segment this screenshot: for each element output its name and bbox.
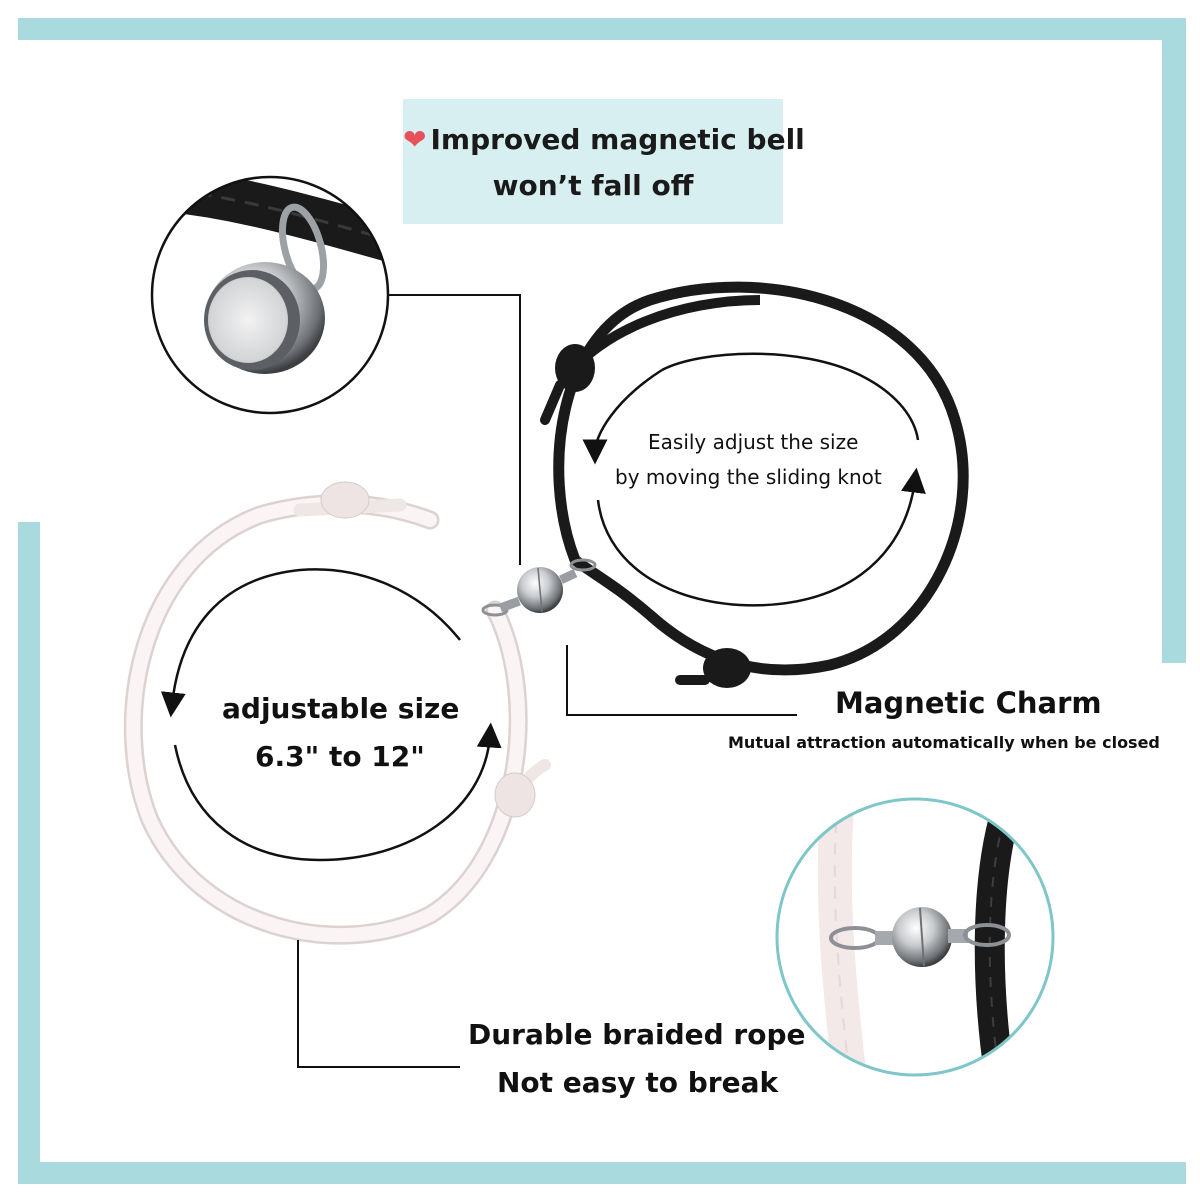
magnetic-charm-title: Magnetic Charm	[835, 686, 1102, 720]
frame-left-bar	[18, 522, 40, 1184]
durable-rope-line1: Durable braided rope	[468, 1018, 806, 1051]
bell-leader-line	[388, 294, 521, 565]
heart-icon: ❤	[403, 123, 427, 156]
bell-feature-line1: ❤Improved magnetic bell	[403, 123, 805, 156]
bell-closeup	[150, 175, 390, 415]
magnetic-charm-subtitle: Mutual attraction automatically when be …	[728, 733, 1160, 752]
clasp-closeup-circle	[775, 797, 1055, 1077]
white-bracelet	[123, 481, 551, 945]
durable-rope-line2: Not easy to break	[497, 1066, 779, 1099]
easy-adjust-line2: by moving the sliding knot	[615, 465, 882, 489]
adjustable-size-line2: 6.3" to 12"	[255, 740, 425, 773]
clasp-closeup	[775, 797, 1055, 1077]
frame-bottom-bar	[18, 1162, 1186, 1184]
white-adjust-arrows	[160, 568, 502, 862]
bell-feature-text: Improved magnetic bell	[430, 123, 805, 156]
bell-feature-line2: won’t fall off	[492, 169, 694, 202]
bell-feature-box: ❤Improved magnetic bell won’t fall off	[403, 99, 805, 224]
black-adjust-arrows	[582, 352, 926, 607]
frame-top-bar	[18, 18, 1186, 40]
black-bracelet	[540, 281, 969, 688]
frame-right-bar	[1162, 18, 1186, 663]
adjustable-size-line1: adjustable size	[222, 692, 460, 725]
magnetic-leader-line	[566, 645, 797, 716]
magnetic-clasp	[481, 558, 597, 617]
durable-leader-line	[297, 940, 460, 1068]
easy-adjust-line1: Easily adjust the size	[648, 430, 859, 454]
